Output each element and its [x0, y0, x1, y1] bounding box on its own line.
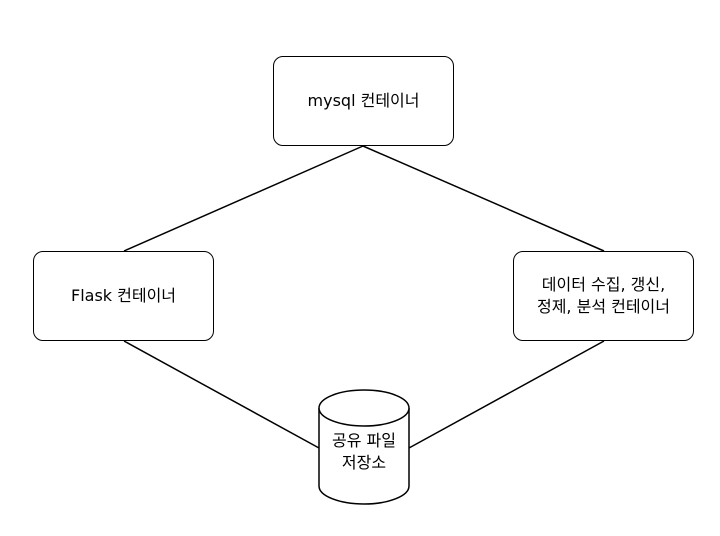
edge-mysql-flask	[123, 145, 364, 252]
node-flask-container[interactable]: Flask 컨테이너	[33, 251, 214, 341]
node-shared-storage-label: 공유 파일 저장소	[332, 431, 396, 473]
edge-flask-storage	[123, 340, 320, 449]
edge-mysql-pipeline	[362, 145, 605, 252]
storage-cylinder	[318, 389, 410, 505]
node-mysql-container[interactable]: mysql 컨테이너	[273, 56, 454, 146]
node-data-pipeline-container[interactable]: 데이터 수집, 갱신, 정제, 분석 컨테이너	[513, 251, 694, 341]
edge-pipeline-storage	[408, 340, 605, 449]
storage-cylinder-body	[318, 408, 410, 505]
storage-cylinder-top	[318, 389, 410, 427]
